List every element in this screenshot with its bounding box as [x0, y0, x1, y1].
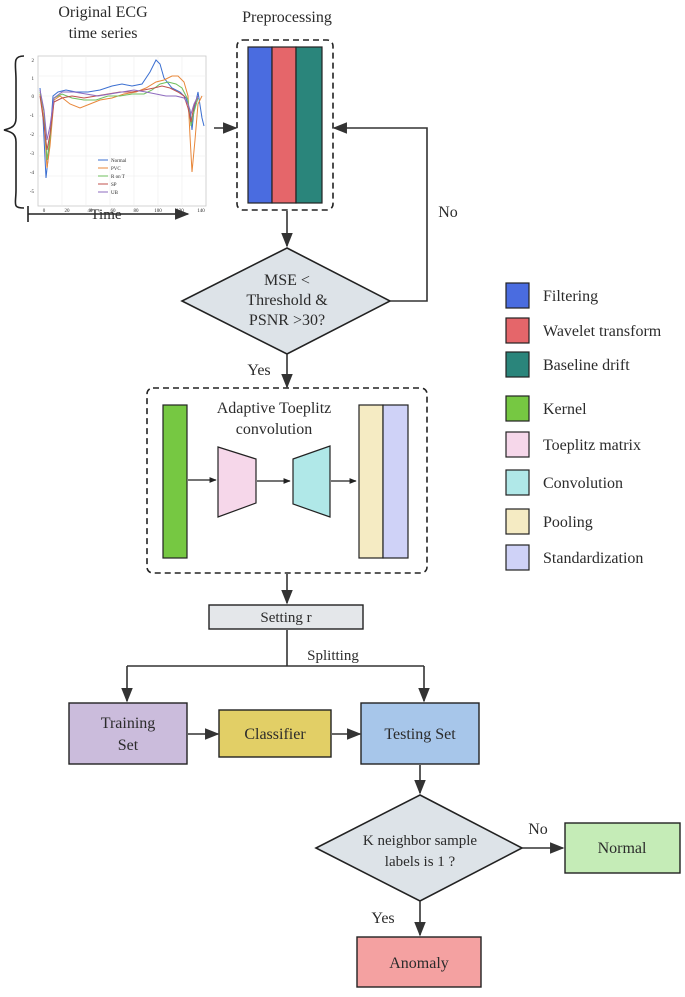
ecg-legend-item: Normal — [111, 159, 127, 164]
normal-box — [564, 822, 681, 874]
legend-label-kernel: Kernel — [543, 401, 587, 418]
training-set-box — [68, 702, 188, 765]
ecg-traces — [39, 59, 205, 179]
ecg-ytick: 2 — [32, 59, 35, 64]
legend-swatch-kernel — [505, 395, 530, 422]
legend-label-toeplitz: Toeplitz matrix — [543, 437, 641, 454]
testing-set-box — [360, 702, 480, 765]
ecg-ytick: -2 — [30, 133, 35, 138]
ecg-x-axis-label: Time — [90, 207, 121, 223]
color-legend: Filtering Wavelet transform Baseline dri… — [505, 282, 662, 571]
ecg-xtick: 20 — [65, 209, 71, 214]
toeplitz-title-line2: convolution — [236, 421, 312, 438]
legend-label-standardization: Standardization — [543, 550, 643, 567]
ecg-xtick: 140 — [197, 209, 205, 214]
decision1-no-label: No — [438, 204, 458, 221]
training-line1: Training — [101, 715, 156, 732]
ecg-trace-sp — [39, 85, 199, 151]
ecg-title-line2: time series — [69, 25, 138, 42]
preprocessing-title: Preprocessing — [242, 9, 332, 26]
training-line2: Set — [118, 737, 139, 754]
decision1-line3: PSNR >30? — [249, 312, 325, 329]
ecg-panel: Original ECG time series 2 1 0 -1 -2 -3 … — [3, 4, 207, 223]
ecg-ytick: 0 — [32, 95, 35, 100]
legend-label-convolution: Convolution — [543, 475, 623, 492]
legend-swatch-convolution — [505, 469, 530, 496]
legend-swatch-filtering — [505, 282, 530, 309]
classifier-label: Classifier — [244, 726, 306, 743]
convolution-trapezoid — [292, 445, 331, 518]
filtering-bar — [247, 46, 273, 204]
ecg-xtick: 40 — [88, 209, 94, 214]
legend-swatch-wavelet — [505, 317, 530, 344]
ecg-legend-item: PVC — [111, 167, 121, 172]
ecg-legend-item: SP — [111, 183, 117, 188]
standardization-bar — [382, 404, 409, 559]
splitting-label: Splitting — [307, 648, 359, 664]
legend-label-filtering: Filtering — [543, 288, 598, 305]
ecg-ytick: -1 — [30, 114, 35, 119]
legend-swatch-toeplitz — [505, 431, 530, 458]
ecg-brace — [3, 55, 25, 209]
kernel-bar — [162, 404, 188, 559]
ecg-ytick: -3 — [30, 152, 35, 157]
decision1-line1: MSE < — [264, 272, 310, 289]
toeplitz-title-line1: Adaptive Toeplitz — [217, 400, 332, 417]
decision2-line2: labels is 1 ? — [385, 854, 456, 870]
ecg-legend-item: UB — [111, 191, 119, 196]
classifier-box — [218, 709, 332, 758]
toeplitz-matrix-trapezoid — [217, 446, 257, 518]
decision1-line2: Threshold & — [246, 292, 328, 309]
ecg-trace-ub — [39, 89, 199, 141]
legend-swatch-standardization — [505, 544, 530, 571]
testing-label: Testing Set — [384, 726, 456, 743]
ecg-xtick: 60 — [111, 209, 117, 214]
arrow-no-loop — [332, 122, 428, 302]
decision2-no-label: No — [528, 821, 548, 838]
baseline-drift-bar — [295, 46, 323, 204]
legend-swatch-pooling — [505, 508, 530, 535]
pooling-bar — [358, 404, 384, 559]
ecg-xtick: 100 — [154, 209, 162, 214]
normal-label: Normal — [598, 840, 647, 857]
setting-r-label: Setting r — [260, 610, 311, 626]
decision2-yes-label: Yes — [371, 910, 394, 927]
decision2-line1: K neighbor sample — [363, 833, 477, 849]
ecg-xtick: 0 — [43, 209, 46, 214]
ecg-ytick: -4 — [30, 171, 35, 176]
legend-swatch-baseline — [505, 351, 530, 378]
ecg-legend-item: R on T — [111, 175, 125, 180]
decision1-yes-label: Yes — [247, 362, 270, 379]
legend-label-wavelet: Wavelet transform — [543, 323, 662, 340]
anomaly-label: Anomaly — [389, 955, 449, 972]
legend-label-pooling: Pooling — [543, 514, 593, 531]
legend-label-baseline: Baseline drift — [543, 357, 630, 374]
ecg-ytick: 1 — [32, 77, 35, 82]
ecg-legend: Normal PVC R on T SP UB — [98, 159, 127, 196]
setting-r-box — [208, 604, 364, 630]
toeplitz-box — [146, 387, 428, 574]
ecg-ytick: -5 — [30, 190, 35, 195]
ecg-title-line1: Original ECG — [58, 4, 148, 21]
ecg-xtick: 80 — [134, 209, 140, 214]
anomaly-box — [356, 936, 482, 988]
wavelet-transform-bar — [271, 46, 297, 204]
ecg-plot-frame — [37, 55, 207, 207]
